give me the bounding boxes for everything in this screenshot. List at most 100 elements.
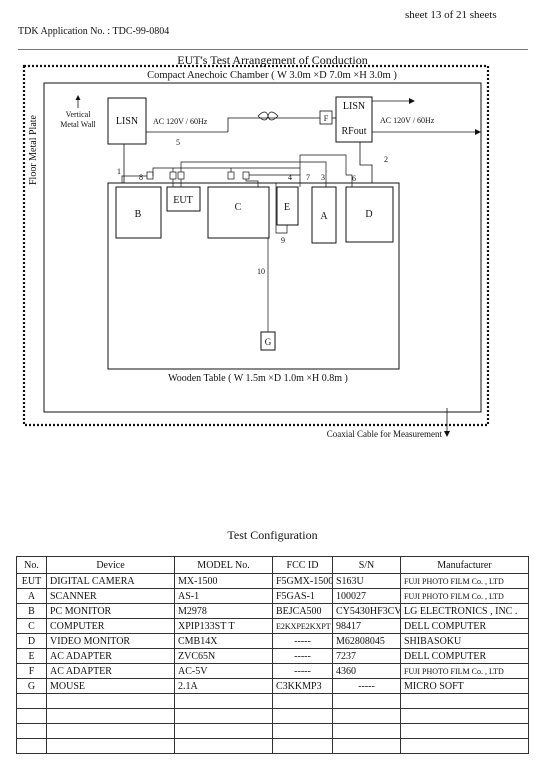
cell-manufacturer [400,738,529,754]
cell-fcc-id: ----- [272,663,333,679]
ac-right-label: AC 120V / 60Hz [380,116,435,125]
cell-device: AC ADAPTER [46,663,175,679]
lisn-right-box [335,96,373,143]
chamber-outline [22,64,490,427]
cable-label-10: 10 [257,267,265,276]
cell-no: EUT [16,573,47,589]
cable-label-2: 2 [384,155,388,164]
cell-sn: M62808045 [332,633,401,649]
cell-sn [332,708,401,724]
sheet-number: sheet 13 of 21 sheets [405,9,497,21]
cell-sn [332,693,401,709]
cell-no: E [16,648,47,664]
table-row-empty [16,708,529,724]
col-sn: S/N [332,556,401,574]
diagram-title: EUT's Test Arrangement of Conduction [177,53,368,67]
lisn-left-label: LISN [116,116,138,127]
cell-no: F [16,663,47,679]
cell-fcc-id: F5GAS-1 [272,588,333,604]
cell-manufacturer: FUJI PHOTO FILM Co. , LTD [400,663,529,679]
cell-fcc-id: ----- [272,648,333,664]
device-d-box [345,186,394,243]
cell-device [46,708,175,724]
ac-left-label: AC 120V / 60Hz [153,117,208,126]
cell-device: PC MONITOR [46,603,175,619]
cell-fcc-id [272,738,333,754]
cable-label-7: 7 [306,173,310,182]
connector-eut-1 [169,171,177,180]
cell-device: DIGITAL CAMERA [46,573,175,589]
config-title: Test Configuration [227,528,318,542]
cell-fcc-id [272,708,333,724]
fan-icon [257,111,279,121]
filter-box [319,110,333,125]
config-table: No. Device MODEL No. FCC ID S/N Manufact… [16,556,529,754]
connector-eut-2 [177,171,185,180]
cable-5-line [227,117,320,132]
cell-model [174,708,273,724]
cell-device [46,693,175,709]
cell-manufacturer [400,708,529,724]
table-row: G MOUSE 2.1A C3KKMP3 ----- MICRO SOFT [16,678,529,694]
cell-no [16,708,47,724]
cable-6-line [299,154,353,187]
cable-label-6: 6 [352,174,356,183]
cell-sn [332,738,401,754]
wall-label-line2: Metal Wall [60,120,96,129]
cell-device: SCANNER [46,588,175,604]
cell-model: MX-1500 [174,573,273,589]
cell-no: B [16,603,47,619]
cell-manufacturer: DELL COMPUTER [400,618,529,634]
floor-plate-label: Floor Metal Plate [28,114,39,185]
connector-b [146,171,154,180]
header-rule [18,49,528,50]
cable-eut-a-line [180,161,327,187]
device-d-label: D [365,209,372,220]
wooden-table [107,182,400,370]
cable-9-line [264,182,288,234]
cell-no [16,723,47,739]
device-eut-label: EUT [173,195,192,206]
cell-model: CMB14X [174,633,273,649]
cell-sn: 98417 [332,618,401,634]
cell-model: AS-1 [174,588,273,604]
cell-device: VIDEO MONITOR [46,633,175,649]
device-e-label: E [284,202,290,213]
cell-no: G [16,678,47,694]
device-b-box [115,186,162,239]
cell-manufacturer [400,693,529,709]
cell-no: C [16,618,47,634]
cell-fcc-id: BEJCA500 [272,603,333,619]
cell-sn: CY5430HF3CV [332,603,401,619]
cell-sn: 100027 [332,588,401,604]
cell-model [174,693,273,709]
lisn-right-label: LISN [343,101,365,112]
coax-arrow-head [444,431,450,437]
device-eut-box [166,186,201,212]
cell-no [16,693,47,709]
table-row: D VIDEO MONITOR CMB14X ----- M62808045 S… [16,633,529,649]
cable-label-1: 1 [117,167,121,176]
cell-device: AC ADAPTER [46,648,175,664]
cell-sn: 7237 [332,648,401,664]
cell-no: D [16,633,47,649]
chamber-label: Compact Anechoic Chamber ( W 3.0m ×D 7.0… [147,70,397,81]
rfout-label: RFout [341,126,366,137]
col-device: Device [46,556,175,574]
table-row: A SCANNER AS-1 F5GAS-1 100027 FUJI PHOTO… [16,588,529,604]
cell-fcc-id [272,693,333,709]
cell-device [46,738,175,754]
device-c-label: C [235,202,242,213]
cell-sn: 4360 [332,663,401,679]
floor-metal-plate [43,82,482,413]
cell-model: M2978 [174,603,273,619]
cell-manufacturer: FUJI PHOTO FILM Co. , LTD [400,573,529,589]
wall-arrow-head [75,95,81,100]
cable-8-line [121,175,150,183]
ac-right-arrow-head [475,129,481,135]
rfout-arrow-head [409,98,415,104]
device-e-box [276,186,299,226]
cell-sn [332,723,401,739]
cable-label-3: 3 [321,173,325,182]
cell-manufacturer: FUJI PHOTO FILM Co. , LTD [400,588,529,604]
